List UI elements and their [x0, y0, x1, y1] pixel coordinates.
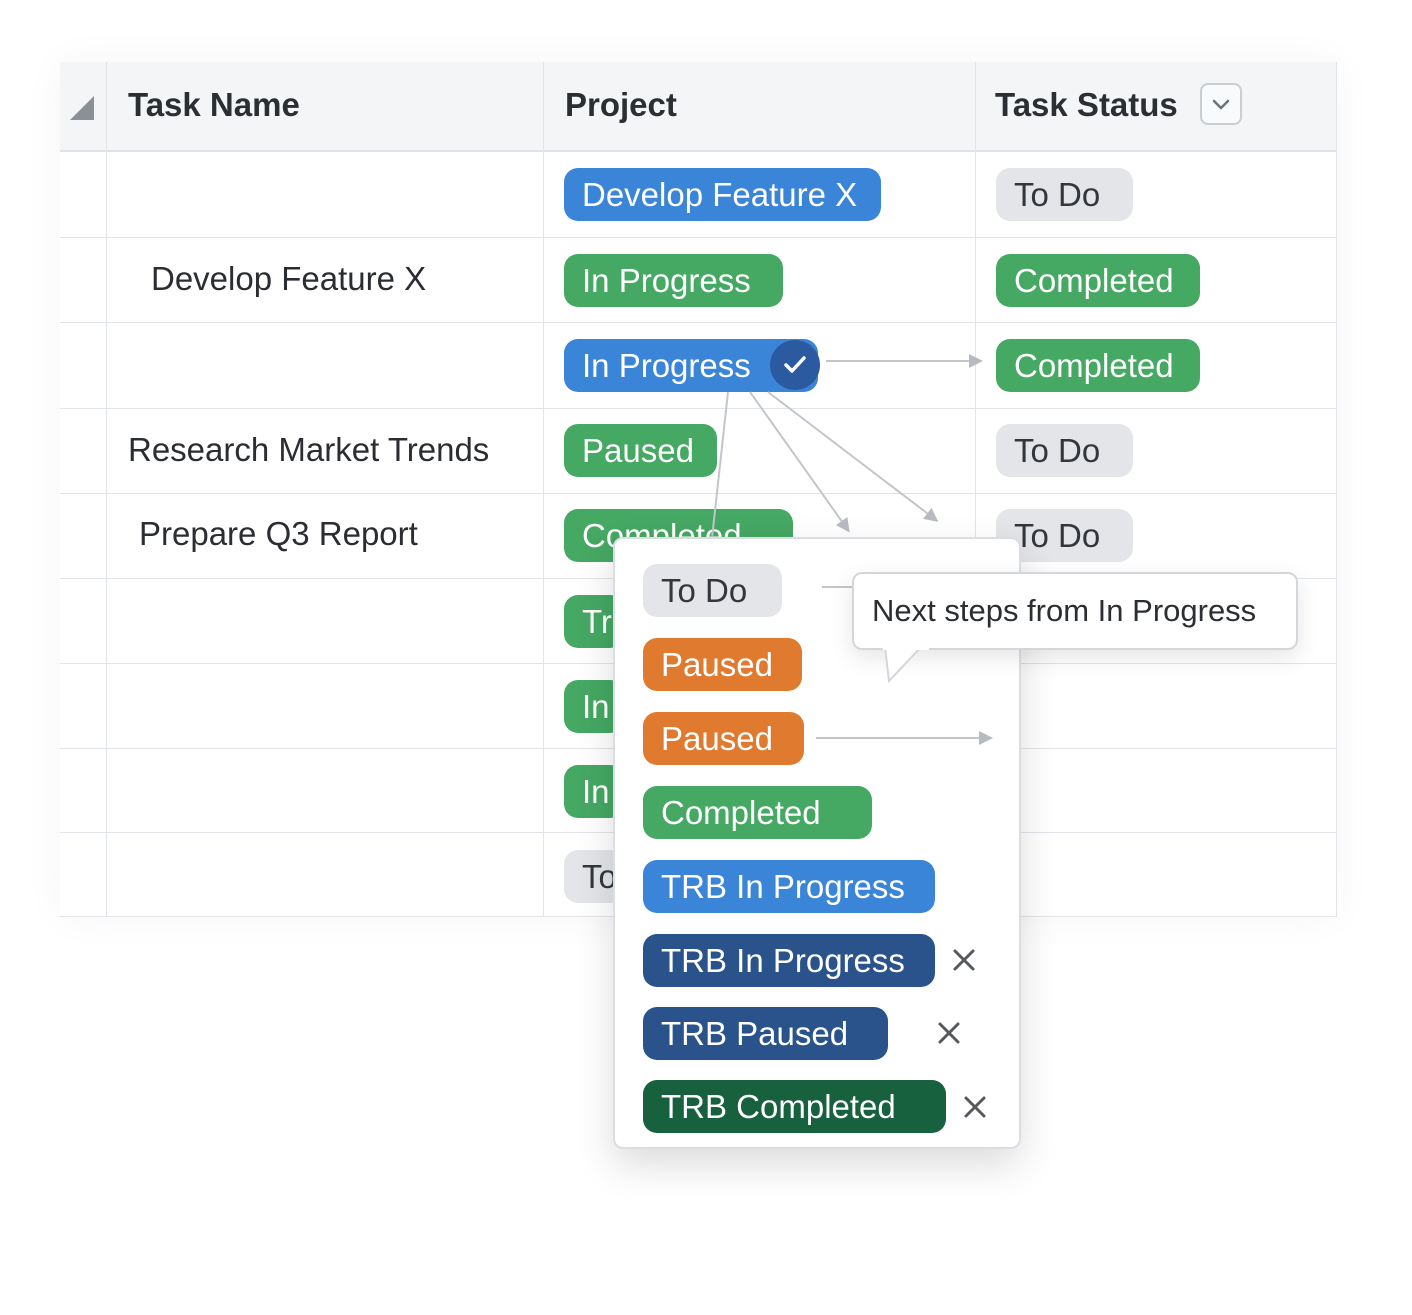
project-pill[interactable]: Develop Feature X: [564, 168, 881, 221]
project-pill[interactable]: In Progress: [564, 254, 783, 307]
dropdown-option[interactable]: To Do: [643, 564, 782, 617]
dropdown-option[interactable]: TRB In Progress: [643, 860, 935, 913]
task-name-cell[interactable]: Research Market Trends: [128, 431, 490, 468]
header-project[interactable]: Project: [565, 86, 677, 123]
dropdown-option[interactable]: TRB Paused: [643, 1007, 888, 1060]
row-divider: [60, 322, 1337, 323]
tooltip-tail: [883, 647, 929, 684]
column-divider: [106, 62, 107, 917]
task-name-cell[interactable]: Develop Feature X: [151, 260, 427, 297]
column-divider: [975, 62, 976, 917]
dropdown-option[interactable]: TRB Completed: [643, 1080, 946, 1133]
checkmark-icon: [770, 340, 820, 390]
sort-triangle-icon[interactable]: [70, 96, 94, 120]
dropdown-option[interactable]: TRB In Progress: [643, 934, 935, 987]
dropdown-option[interactable]: Completed: [643, 786, 872, 839]
header-task-status[interactable]: Task Status: [995, 86, 1178, 123]
header-task-name[interactable]: Task Name: [128, 86, 300, 123]
status-pill[interactable]: To Do: [996, 424, 1133, 477]
next-steps-tooltip: Next steps from In Progress: [852, 572, 1298, 650]
row-divider: [60, 408, 1337, 409]
status-pill[interactable]: Completed: [996, 339, 1200, 392]
close-icon[interactable]: [936, 1020, 962, 1046]
row-divider: [60, 493, 1337, 494]
column-divider: [543, 62, 544, 917]
status-pill[interactable]: To Do: [996, 168, 1133, 221]
close-icon[interactable]: [962, 1094, 988, 1120]
close-icon[interactable]: [951, 947, 977, 973]
project-pill[interactable]: Paused: [564, 424, 717, 477]
dropdown-option[interactable]: Paused: [643, 712, 804, 765]
task-name-cell[interactable]: Prepare Q3 Report: [139, 515, 418, 552]
dropdown-option[interactable]: Paused: [643, 638, 802, 691]
chevron-down-icon[interactable]: [1200, 83, 1242, 125]
table-border: [1336, 62, 1337, 917]
table-header-row: [60, 62, 1337, 152]
row-divider: [60, 237, 1337, 238]
status-pill[interactable]: Completed: [996, 254, 1200, 307]
